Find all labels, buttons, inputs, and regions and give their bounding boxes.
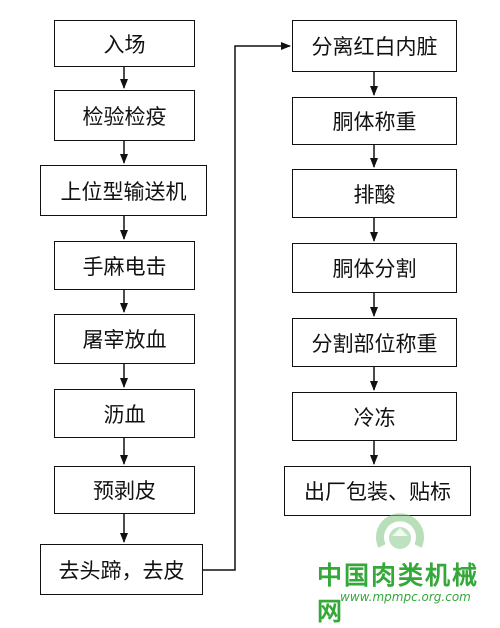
step-acid-discharge: 排酸	[292, 169, 457, 218]
step-stunning: 手麻电击	[54, 241, 195, 290]
step-entry: 入场	[54, 20, 195, 67]
step-slaughter-bleeding: 屠宰放血	[54, 314, 195, 364]
step-upper-conveyor: 上位型输送机	[40, 165, 207, 216]
step-separate-offal: 分离红白内脏	[292, 20, 457, 72]
connector-arrows	[120, 42, 378, 571]
step-cut-parts-weighing: 分割部位称重	[292, 318, 457, 367]
step-pre-skinning: 预剥皮	[54, 466, 195, 514]
step-packaging-labeling: 出厂包装、贴标	[284, 466, 471, 516]
step-drain-blood: 沥血	[54, 389, 195, 438]
step-freezing: 冷冻	[292, 392, 457, 441]
watermark-url: www.mpmpc.org.com	[340, 590, 471, 604]
step-remove-head-hoof-skin: 去头蹄，去皮	[40, 544, 203, 595]
arrow-connector	[203, 42, 291, 571]
step-carcass-weighing: 胴体称重	[292, 97, 457, 145]
step-carcass-cutting: 胴体分割	[292, 243, 457, 293]
watermark-logo-icon	[376, 513, 424, 549]
step-inspection-quarantine: 检验检疫	[54, 90, 195, 141]
